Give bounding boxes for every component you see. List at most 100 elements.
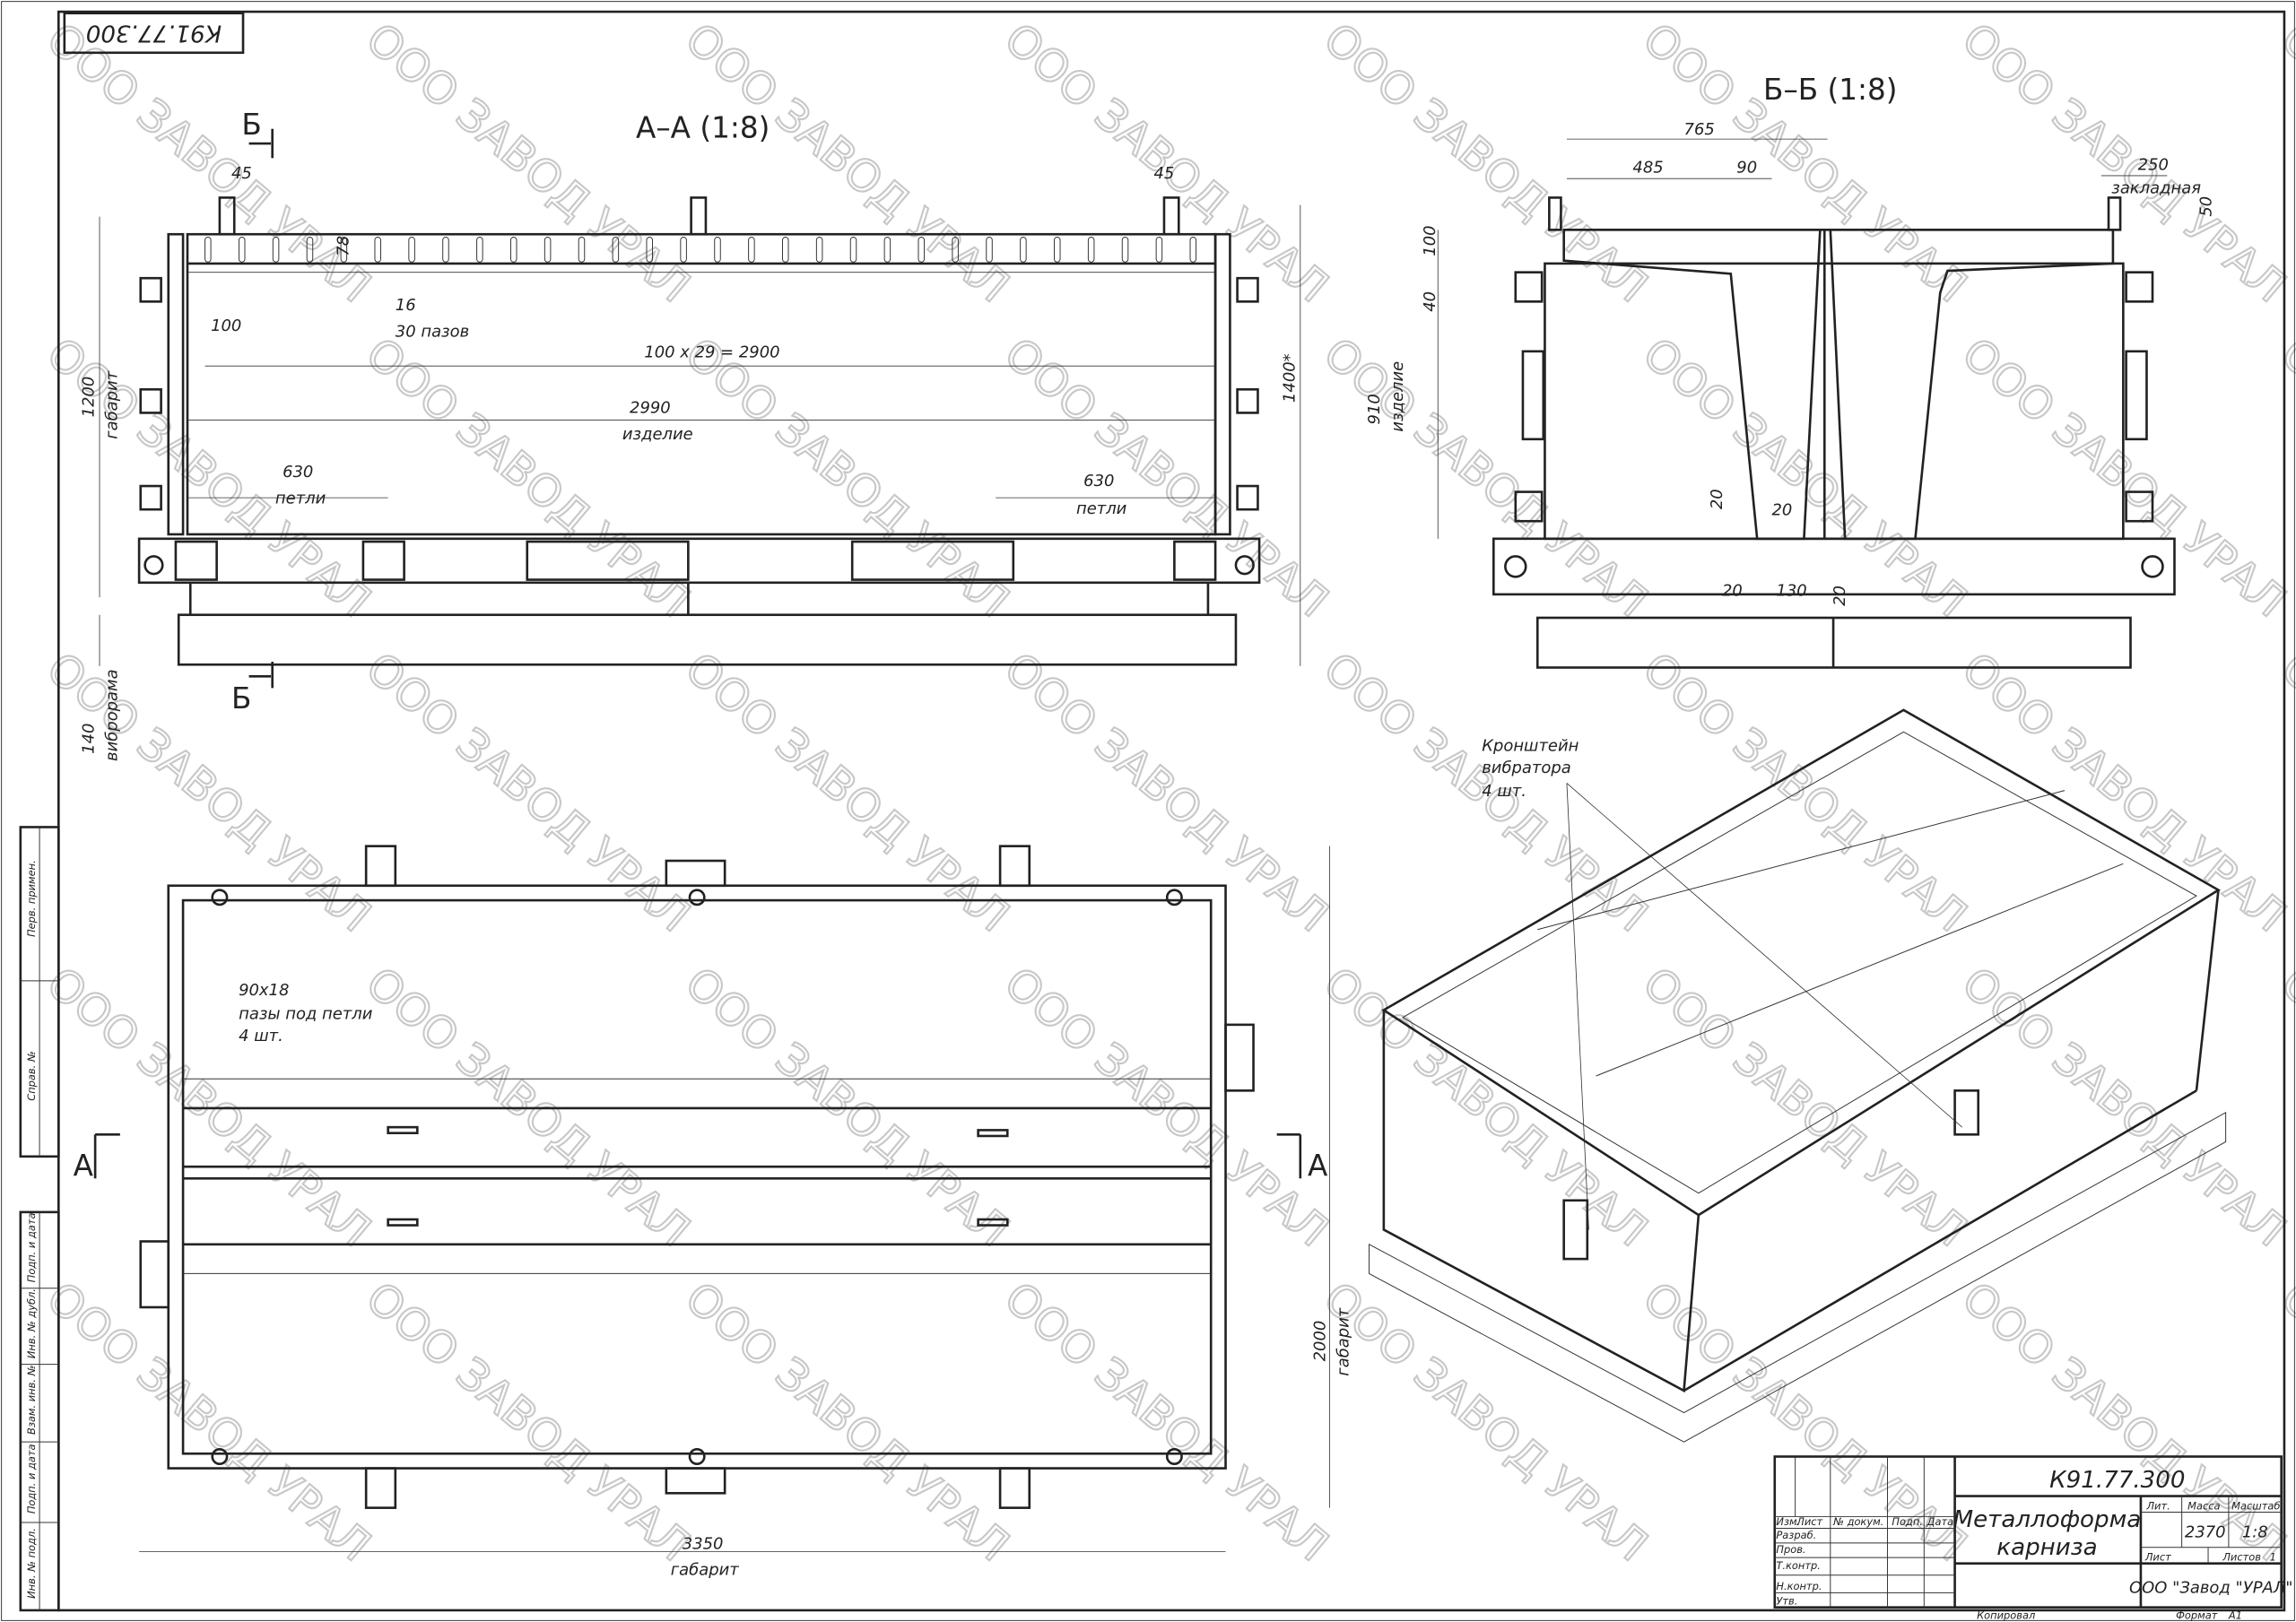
lit-label: Лит. xyxy=(2145,1499,2170,1512)
slot xyxy=(714,237,721,263)
watermark-text: ООО ЗАВОД УРАЛ xyxy=(995,958,1338,1257)
title-name-line2: карниза xyxy=(1996,1534,2097,1561)
top-stamp: К91.77.300 xyxy=(63,12,245,55)
dim-product: изделие xyxy=(622,425,693,444)
watermark-text: ООО ЗАВОД УРАЛ xyxy=(37,643,380,942)
sheets-label: Листов xyxy=(2222,1550,2261,1563)
slot xyxy=(374,237,381,263)
watermark-text: ООО ЗАВОД УРАЛ xyxy=(1952,958,2296,1257)
title-name-line1: Металлоформа xyxy=(1953,1506,2142,1533)
note-slot-text: пазы под петли xyxy=(239,1004,372,1023)
watermark-text: ООО ЗАВОД УРАЛ xyxy=(675,643,1019,942)
dim-loops-left: петли xyxy=(275,490,326,508)
side-stamp-label: Перв. примен. xyxy=(25,860,38,937)
cut-mark-b-bottom: Б xyxy=(231,681,251,716)
organization: ООО "Завод "УРАЛ" xyxy=(2129,1578,2292,1597)
dim-overall: габарит xyxy=(103,370,122,439)
format-label: Формат xyxy=(2176,1609,2218,1622)
dim-20-b: 20 xyxy=(1772,501,1793,520)
column-header: № докум. xyxy=(1832,1515,1883,1528)
watermark-text: ООО ЗАВОД УРАЛ xyxy=(37,13,380,313)
slot xyxy=(849,237,857,263)
side-stamp-label: Подп. и дата xyxy=(25,1444,38,1514)
slot xyxy=(1087,237,1095,263)
slot xyxy=(815,237,823,263)
slot xyxy=(952,237,959,263)
dim-45-left: 45 xyxy=(231,164,252,183)
watermark-text: ООО ЗАВОД УРАЛ xyxy=(356,13,700,313)
side-stamp-label: Подп. и дата xyxy=(25,1213,38,1283)
side-stamp-label: Инв. № дубл. xyxy=(25,1288,38,1358)
dim-product-bb: изделие xyxy=(1388,361,1407,432)
slot xyxy=(578,237,586,263)
dim-140: 140 xyxy=(79,724,98,754)
dim-embed: закладная xyxy=(2111,179,2201,198)
dim-pitch: 100 х 29 = 2900 xyxy=(644,343,779,361)
slot xyxy=(544,237,552,263)
watermark-text: ООО ЗАВОД УРАЛ xyxy=(1314,958,1657,1257)
slot xyxy=(442,237,449,263)
dim-130: 130 xyxy=(1776,582,1806,601)
inner-frame xyxy=(57,10,2286,1612)
scale-label: Масштаб xyxy=(2231,1499,2280,1512)
watermark-text: ООО ЗАВОД УРАЛ xyxy=(356,958,700,1257)
role-label: Утв. xyxy=(1776,1594,1797,1607)
slot xyxy=(883,237,891,263)
slot xyxy=(509,237,517,263)
mass-value: 2370 xyxy=(2185,1522,2226,1541)
stamp-code: К91.77.300 xyxy=(86,19,222,46)
dim-250: 250 xyxy=(2138,155,2169,174)
slot xyxy=(680,237,687,263)
copied-label: Копировал xyxy=(1977,1609,2035,1622)
isometric-view: Кронштейн вибратора 4 шт. xyxy=(1369,708,2227,1443)
slot xyxy=(1189,237,1197,263)
dim-630-left: 630 xyxy=(283,463,313,481)
slot xyxy=(1020,237,1027,263)
watermark-text: ООО ЗАВОД УРАЛ xyxy=(995,1272,1338,1572)
watermark-text: ООО ЗАВОД УРАЛ xyxy=(675,13,1019,313)
sheets-value: 1 xyxy=(2270,1550,2276,1563)
dim-3350: 3350 xyxy=(683,1534,724,1553)
watermark-text: ООО ЗАВОД УРАЛ xyxy=(995,13,1338,313)
dim-45-right: 45 xyxy=(1154,164,1175,183)
dim-1200: 1200 xyxy=(79,377,98,418)
dim-630-right: 630 xyxy=(1083,472,1114,490)
slot xyxy=(1054,237,1061,263)
side-stamp-label: Взам. инв. № xyxy=(25,1366,38,1435)
callout-title: Кронштейн xyxy=(1482,737,1578,756)
note-slot-qty: 4 шт. xyxy=(239,1027,283,1045)
watermark-text: ООО ЗАВОД УРАЛ xyxy=(1633,13,1977,313)
watermark-text: ООО ЗАВОД УРАЛ xyxy=(1633,643,1977,942)
role-label: Т.контр. xyxy=(1776,1559,1820,1572)
cut-mark-b-top: Б xyxy=(241,108,261,142)
role-label: Н.контр. xyxy=(1776,1580,1822,1592)
note-slot-size: 90х18 xyxy=(239,981,289,1000)
column-header: Лист xyxy=(1796,1515,1822,1528)
slot xyxy=(238,237,246,263)
watermark-text: ООО ЗАВОД УРАЛ xyxy=(1633,958,1977,1257)
dim-20-d: 20 xyxy=(1831,585,1849,606)
callout-qty: 4 шт. xyxy=(1482,782,1526,801)
format-value: А1 xyxy=(2228,1609,2242,1622)
dim-overall-w: габарит xyxy=(671,1561,740,1580)
slot xyxy=(1155,237,1163,263)
dim-1400: 1400* xyxy=(1280,353,1299,403)
dim-765: 765 xyxy=(1684,120,1715,139)
dim-2990: 2990 xyxy=(630,398,671,417)
slot xyxy=(612,237,620,263)
column-header: Подп. xyxy=(1892,1515,1923,1528)
side-stamp-label: Инв. № подл. xyxy=(25,1528,38,1599)
slot xyxy=(204,237,212,263)
slot xyxy=(272,237,280,263)
dim-90: 90 xyxy=(1736,159,1757,178)
slot-row xyxy=(204,237,1197,263)
column-header: Дата xyxy=(1926,1515,1954,1528)
watermark-text: ООО ЗАВОД УРАЛ xyxy=(37,958,380,1257)
section-bb-title: Б–Б (1:8) xyxy=(1763,73,1897,107)
dim-910: 910 xyxy=(1365,394,1384,424)
dim-overall-h: габарит xyxy=(1335,1307,1353,1376)
